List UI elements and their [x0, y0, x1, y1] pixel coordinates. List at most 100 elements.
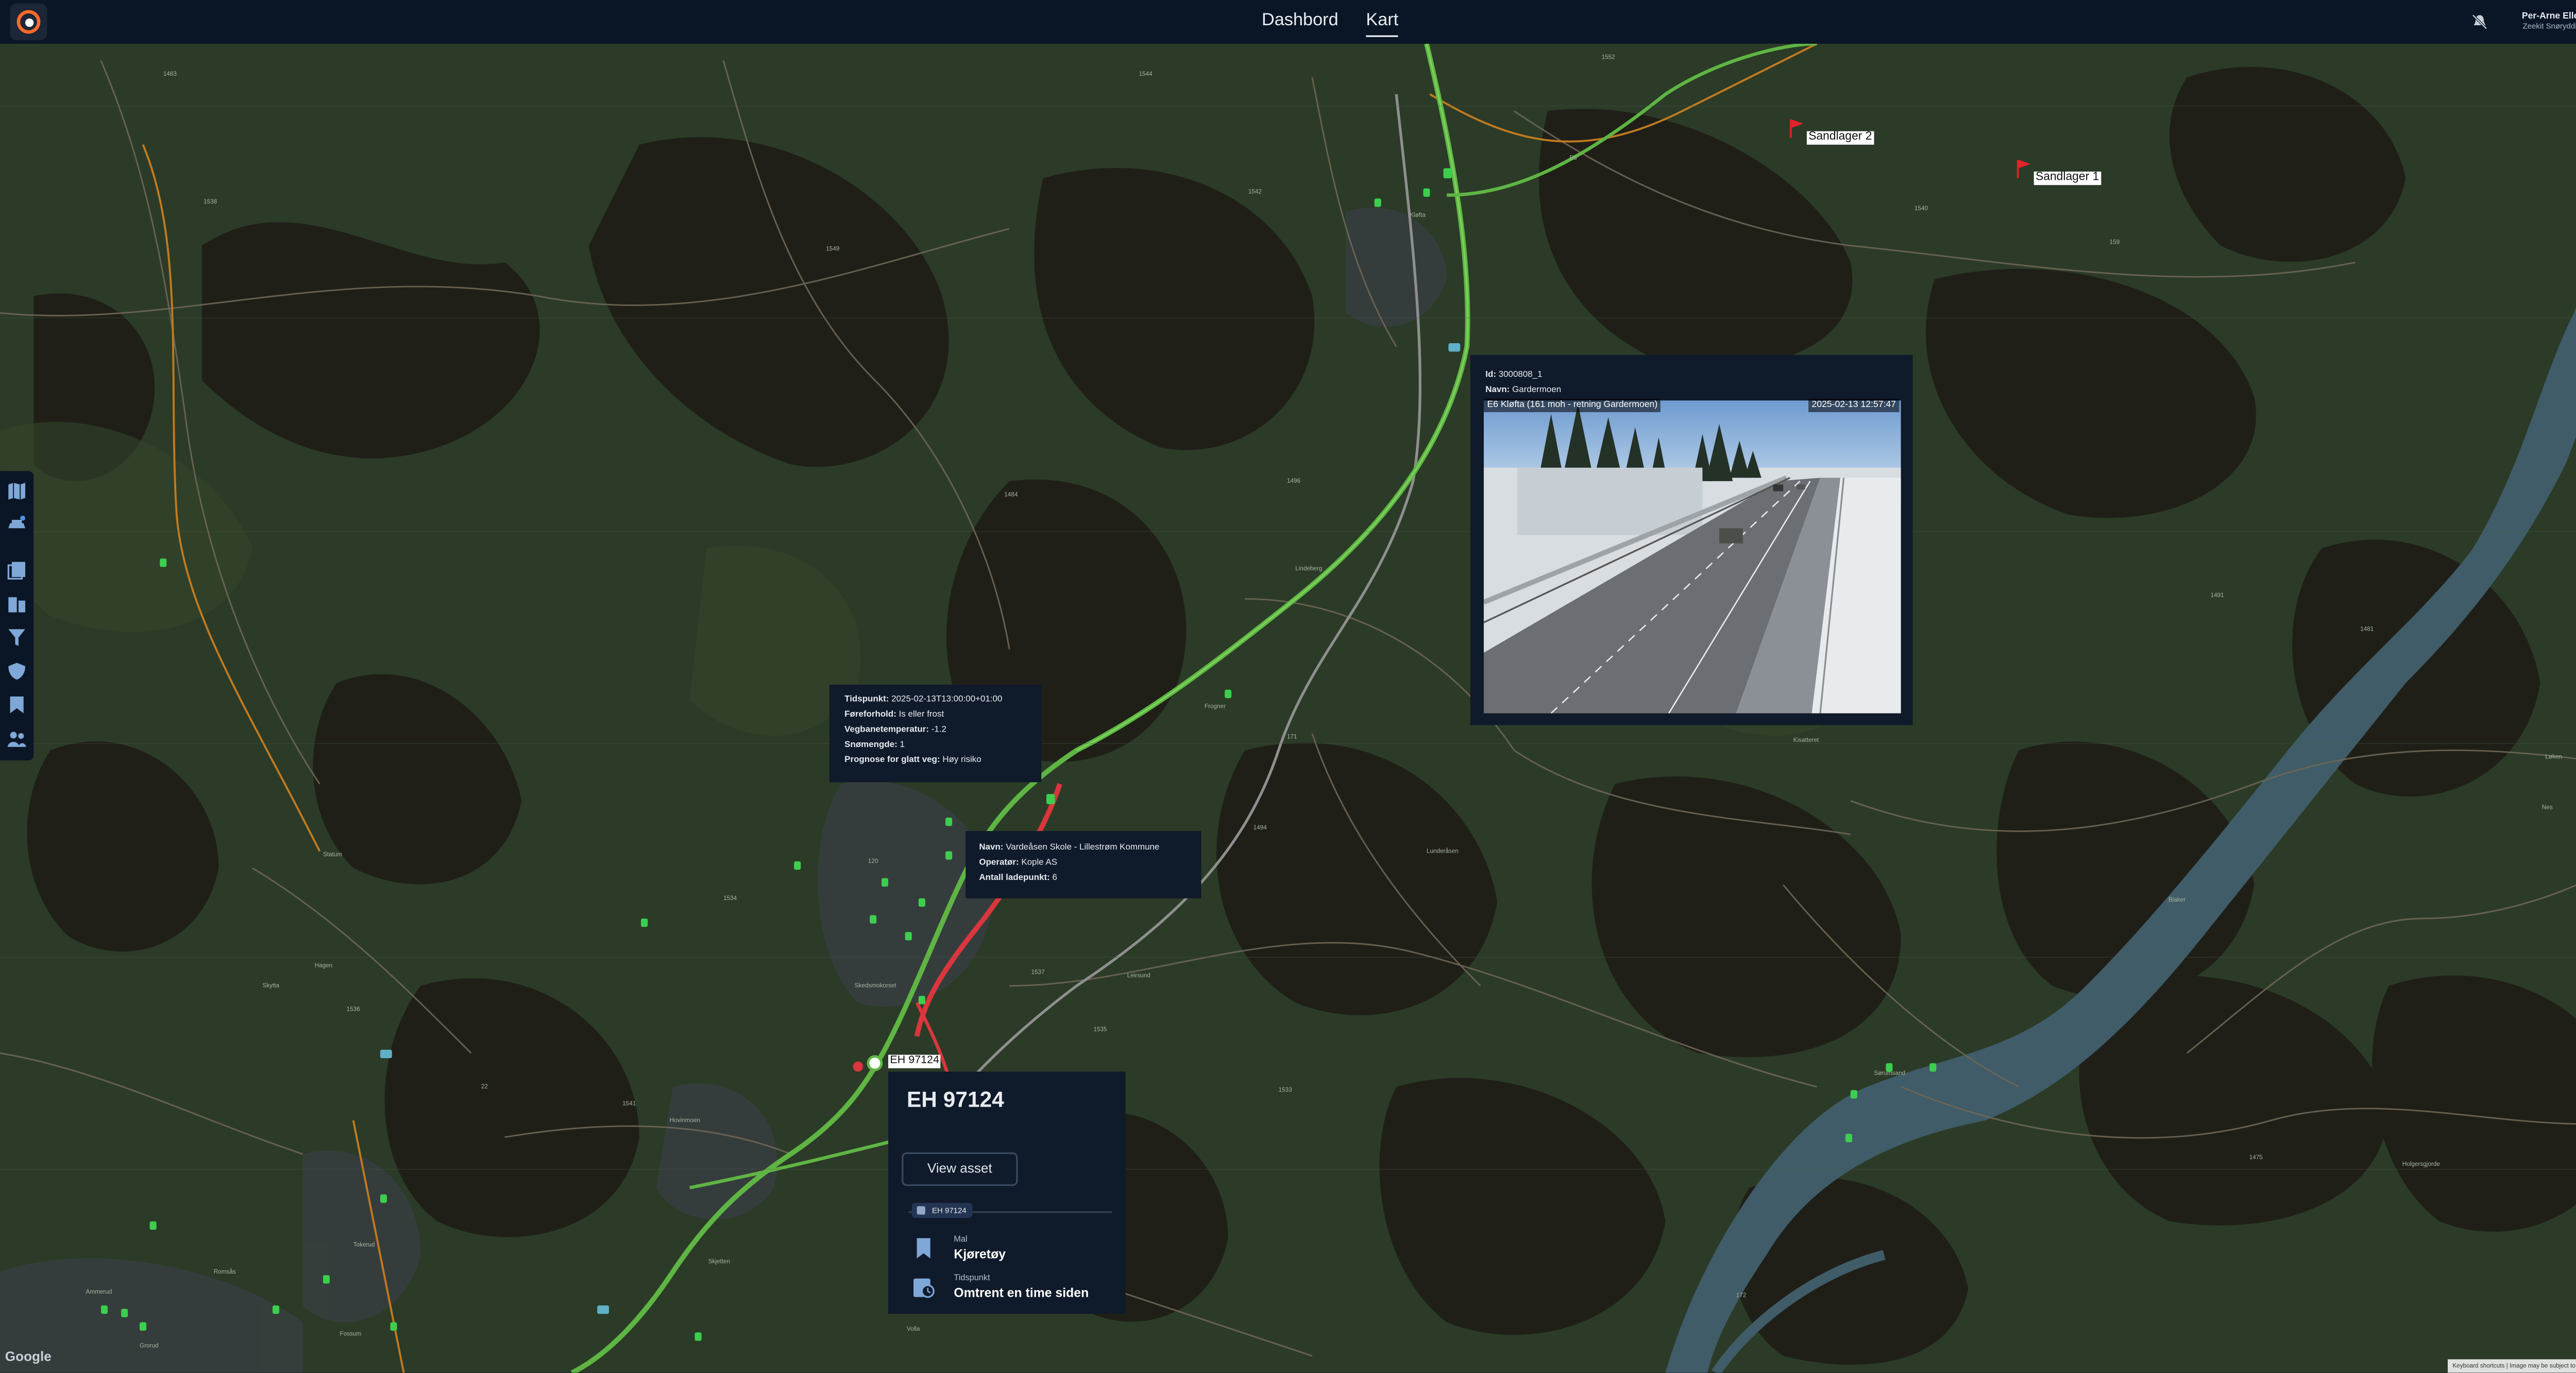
road-number: 1484 [1004, 491, 1018, 498]
river [1665, 307, 2576, 1373]
road-number: 1533 [1278, 1087, 1292, 1094]
map-attribution[interactable]: Keyboard shortcuts | Image may be subjec… [2447, 1359, 2576, 1373]
road-number: 172 [1736, 1292, 1747, 1299]
place-label: Skjetten [708, 1258, 731, 1265]
place-label: Leirsund [1127, 972, 1150, 979]
place-label: Fossum [340, 1330, 362, 1337]
map-canvas[interactable]: Lindeberg Frogner Leirsund Lunderåsen Sk… [0, 43, 2576, 1373]
popup-row: Snømengde: 1 [844, 740, 905, 751]
user-name: Per-Arne Ellefsen [2521, 11, 2576, 22]
popup-row: Operatør: Kople AS [979, 858, 1058, 868]
vehicle-alert-marker [853, 1061, 863, 1072]
place-label: Skedsmokorset [854, 982, 896, 989]
flag-label: Sandlager 2 [1806, 131, 1874, 145]
place-label: Frogner [1204, 703, 1226, 710]
road-number: E6 [1569, 155, 1577, 162]
road-number: 1535 [1093, 1026, 1107, 1033]
road-number: 1481 [2360, 625, 2374, 633]
road-number: 1491 [2210, 592, 2224, 599]
place-label: Lindeberg [1295, 565, 1323, 572]
road-number: 1542 [1248, 188, 1262, 195]
road-number: 1483 [163, 71, 177, 78]
camera-id: Id: 3000808_1 [1485, 370, 1543, 380]
place-label: Nes [2541, 804, 2553, 811]
place-label: Sørumsand [1874, 1070, 1906, 1077]
popup-row: Prognose for glatt veg: Høy risiko [844, 755, 981, 766]
map-layers-icon[interactable] [7, 480, 27, 500]
place-label: Hagen [314, 962, 333, 969]
flag-label: Sandlager 1 [2033, 172, 2101, 185]
place-label: Ammerud [86, 1289, 112, 1296]
template-label: Mal [954, 1234, 968, 1245]
nav-dashboard[interactable]: Dashbord [1261, 10, 1338, 30]
charger-popup: Navn: Vardeåsen Skole - Lillestrøm Kommu… [965, 831, 1201, 899]
slippery-road-segment [914, 783, 1062, 1037]
user-organization: Zeekit Snørydding AS [2522, 22, 2576, 30]
nav-kart[interactable]: Kart [1366, 10, 1399, 37]
regional-roads [142, 43, 1818, 1373]
place-label: Statum [323, 851, 343, 858]
left-toolbar [0, 471, 34, 760]
road-number: 1537 [1031, 969, 1045, 976]
top-bar: Dashbord Kart Per-Arne Ellefsen Zeekit S… [0, 0, 2576, 44]
users-icon[interactable] [7, 727, 27, 747]
shield-icon[interactable] [7, 659, 27, 680]
filter-icon[interactable] [7, 626, 27, 646]
road-number: 1496 [1286, 478, 1301, 485]
buildings-icon[interactable] [7, 592, 27, 613]
road-number: 1494 [1253, 824, 1267, 832]
urban-areas [0, 207, 1447, 1373]
place-label: Kløfta [1410, 212, 1426, 219]
vehicle-map-label[interactable]: EH 97124 [888, 1055, 941, 1069]
place-label: Lunderåsen [1426, 847, 1459, 855]
place-label: Løken [2545, 753, 2563, 760]
popup-row: Føreforhold: Is eller frost [844, 709, 944, 720]
sandlager-flag-icon[interactable] [1788, 118, 1805, 138]
place-label: Tokerud [353, 1241, 375, 1248]
road-number: 1549 [826, 245, 840, 252]
road-number: 159 [2109, 239, 2120, 246]
popup-row: Vegbanetemperatur: -1.2 [844, 725, 946, 735]
popup-row: Antall ladepunkt: 6 [979, 873, 1057, 884]
clock-icon [913, 1278, 935, 1298]
road-number: 1544 [1139, 71, 1153, 78]
template-value: Kjøretøy [954, 1246, 1006, 1262]
asset-chip: EH 97124 [911, 1202, 973, 1218]
camera-image[interactable] [1483, 400, 1901, 714]
documents-icon[interactable] [7, 558, 27, 580]
camera-timestamp: 2025-02-13 12:57:47 [1808, 398, 1900, 412]
railway [907, 94, 1421, 1155]
app-logo[interactable] [10, 3, 47, 41]
traffic-camera-popup: Id: 3000808_1 Navn: Gardermoen [1470, 354, 1913, 725]
asset-info-panel: EH 97124 View asset EH 97124 Mal Kjøretø… [888, 1071, 1126, 1314]
camera-name: Navn: Gardermoen [1485, 385, 1562, 396]
camera-markers [380, 343, 1461, 1314]
popup-row: Navn: Vardeåsen Skole - Lillestrøm Kommu… [979, 842, 1160, 853]
bookmark-icon[interactable] [7, 693, 27, 714]
place-label: Volla [906, 1326, 920, 1333]
road-number: 22 [481, 1083, 488, 1090]
place-label: Kisatteret [1793, 737, 1819, 744]
sandlager-flag-icon[interactable] [2015, 158, 2032, 179]
road-weather-popup: Tidspunkt: 2025-02-13T13:00:00+01:00 Før… [829, 684, 1042, 783]
asset-title: EH 97124 [906, 1087, 1004, 1112]
place-label: Grorud [140, 1342, 159, 1349]
view-asset-button[interactable]: View asset [902, 1152, 1018, 1186]
place-label: Romsås [213, 1268, 236, 1276]
place-label: Holgersgjorde [2402, 1161, 2440, 1168]
road-number: 1534 [723, 895, 737, 902]
place-label: Hovinmoen [669, 1117, 700, 1124]
road-number: 1540 [1914, 205, 1928, 212]
notifications-off-icon[interactable] [2471, 13, 2488, 30]
charger-markers [100, 168, 1937, 1341]
road-number: 1475 [2249, 1154, 2263, 1161]
road-number: 1536 [346, 1006, 360, 1013]
camera-caption: E6 Kløfta (161 moh - retning Gardermoen) [1483, 398, 1661, 412]
place-label: Skytta [262, 982, 280, 989]
minor-roads [0, 60, 2576, 1357]
road-number: 120 [868, 858, 878, 865]
popup-row: Tidspunkt: 2025-02-13T13:00:00+01:00 [844, 694, 1003, 705]
template-icon [917, 1238, 930, 1259]
road-number: 171 [1286, 733, 1297, 740]
vehicle-icon[interactable] [7, 513, 27, 533]
